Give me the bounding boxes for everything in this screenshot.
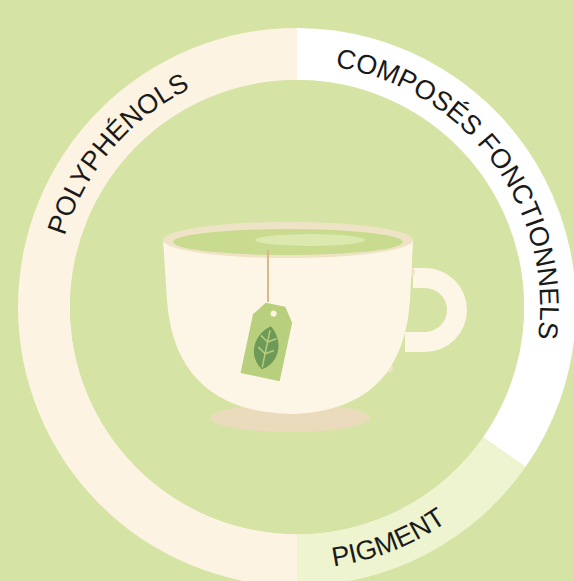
- cup-handle: [405, 268, 467, 352]
- leaf: [250, 324, 283, 372]
- teabag-tag: [241, 301, 296, 382]
- inner-circle: [70, 80, 524, 534]
- leaf-veins: [254, 329, 278, 369]
- cup-body: [163, 240, 413, 414]
- tag-hole: [270, 310, 277, 317]
- teabag-string: [267, 250, 269, 302]
- cup-rim: [163, 222, 413, 258]
- tag-shape: [241, 301, 296, 382]
- tea-highlight: [255, 234, 365, 246]
- tea-surface: [173, 229, 403, 255]
